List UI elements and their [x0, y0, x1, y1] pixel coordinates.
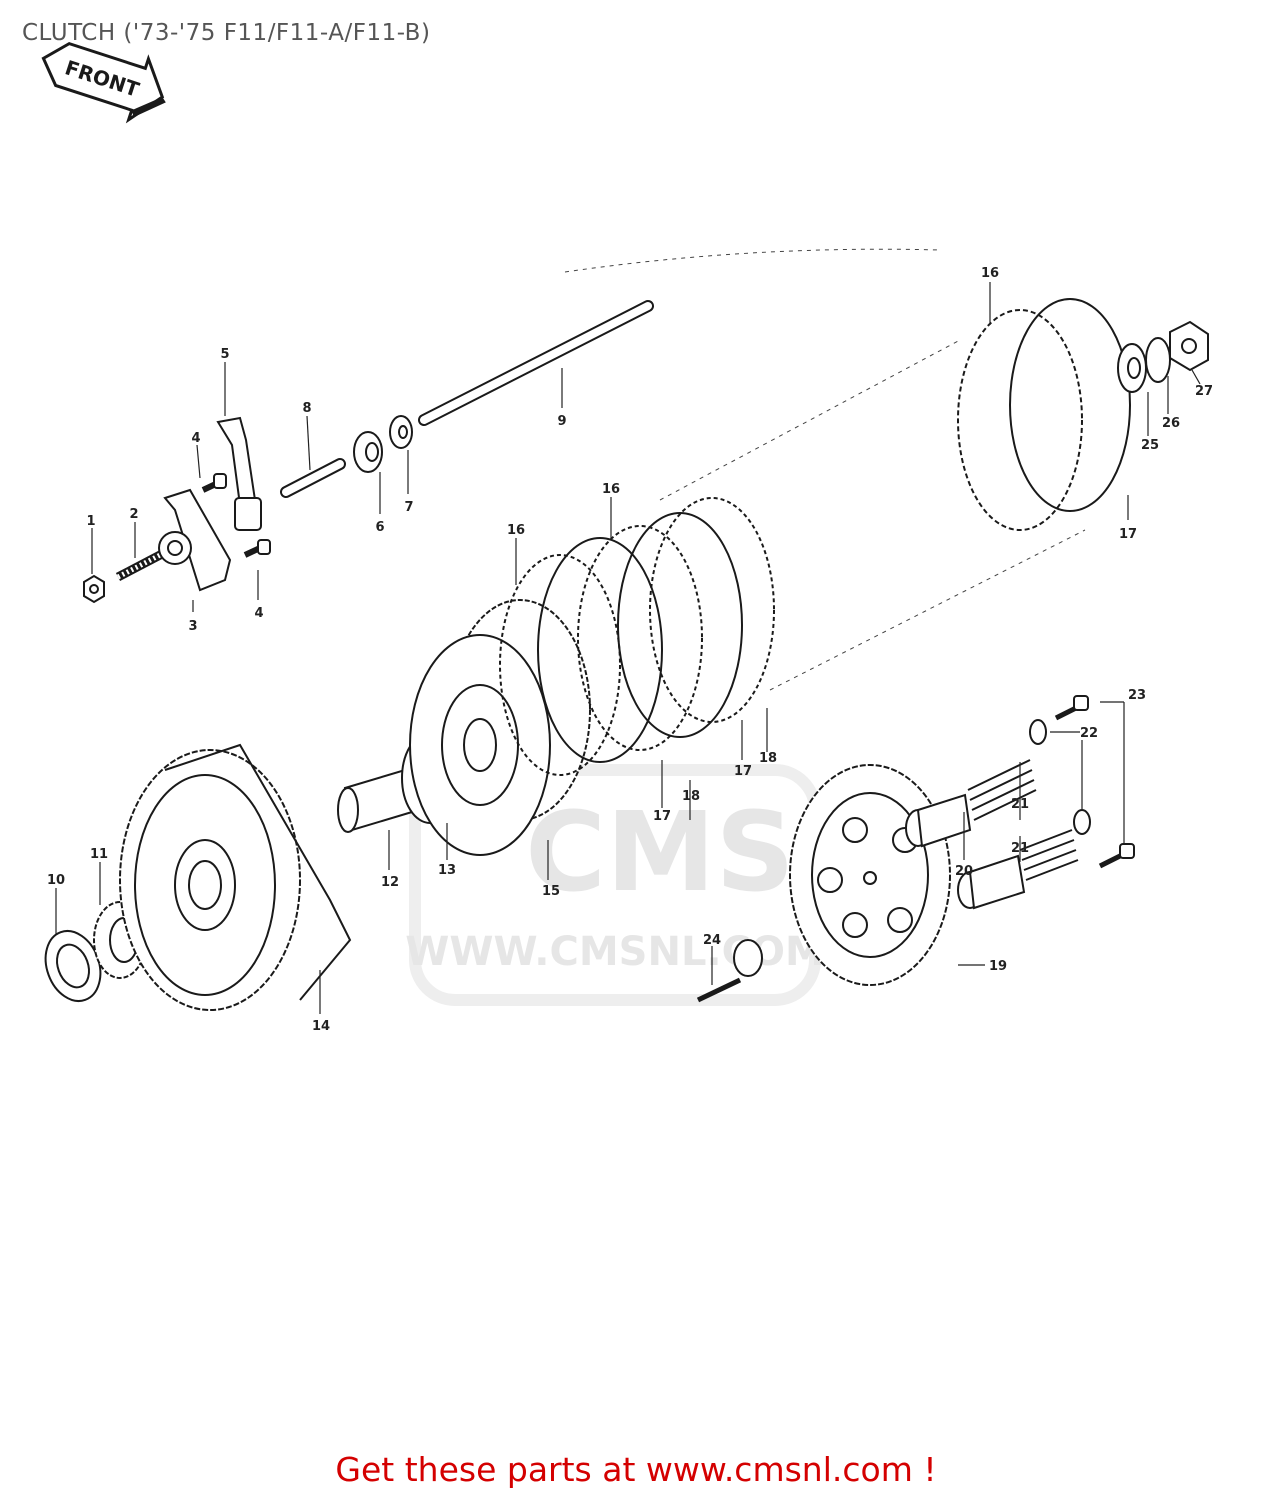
callout-16-mid: 16	[602, 482, 620, 497]
callout-2: 2	[129, 507, 138, 522]
callout-7: 7	[404, 500, 413, 515]
callout-17-right: 17	[1119, 527, 1137, 542]
callout-3: 3	[188, 619, 197, 634]
callout-19: 19	[989, 959, 1007, 974]
part-12-sleeve	[337, 768, 414, 833]
part-6-bearing	[353, 431, 383, 473]
callout-25: 25	[1141, 438, 1159, 453]
callout-16-hub: 16	[507, 523, 525, 538]
part-22-washers	[1029, 719, 1091, 835]
part-4-screws	[201, 473, 271, 558]
part-8-pin	[280, 458, 346, 498]
callout-26: 26	[1162, 416, 1180, 431]
part-1-nut	[83, 574, 105, 604]
callout-22: 22	[1080, 726, 1098, 741]
alignment-lines	[564, 248, 1086, 691]
clutch-exploded-diagram: CMS WWW.CMSNL.COM FRONT	[41, 41, 1213, 1034]
callout-24: 24	[703, 933, 721, 948]
callout-5: 5	[220, 347, 229, 362]
part-3-release-housing	[158, 488, 232, 592]
part-25-26-27-washers-nut	[1117, 320, 1209, 393]
callout-18-right: 18	[759, 751, 777, 766]
callout-27: 27	[1195, 384, 1213, 399]
callout-17-left: 17	[653, 809, 671, 824]
part-24-mushroom-rod	[696, 939, 763, 1003]
page-title: CLUTCH ('73-'75 F11/F11-A/F11-B)	[22, 20, 431, 46]
callout-17-mid: 17	[734, 764, 752, 779]
part-14-clutch-housing	[119, 743, 352, 1011]
callout-10: 10	[47, 873, 65, 888]
callout-8: 8	[302, 401, 311, 416]
callout-4-lower: 4	[254, 606, 263, 621]
watermark-brand: CMS	[525, 788, 794, 916]
plates-stack	[499, 497, 775, 776]
part-2-adjusting-screw	[115, 550, 165, 581]
callout-6: 6	[375, 520, 384, 535]
callout-12: 12	[381, 875, 399, 890]
leader-lines	[55, 282, 1201, 1014]
callout-4-upper: 4	[191, 431, 200, 446]
callout-20: 20	[955, 864, 973, 879]
part-9-push-rod	[418, 300, 654, 426]
callout-14: 14	[312, 1019, 330, 1034]
part-10-thrust-washer	[44, 930, 102, 1002]
part-23-bolts	[1054, 695, 1135, 869]
part-15-clutch-hub	[409, 599, 591, 856]
part-20-21-springs	[905, 759, 1079, 910]
part-5-release-lever	[216, 416, 262, 531]
right-plates	[957, 298, 1131, 531]
callout-11: 11	[90, 847, 108, 862]
part-7-washer	[389, 415, 413, 449]
callout-16-right: 16	[981, 266, 999, 281]
callout-1: 1	[86, 514, 95, 529]
callout-21-lower: 21	[1011, 841, 1029, 856]
footer-parts-link[interactable]: Get these parts at www.cmsnl.com !	[335, 1450, 937, 1489]
callout-21-upper: 21	[1011, 797, 1029, 812]
part-19-pressure-plate	[789, 764, 951, 986]
callout-18-left: 18	[682, 789, 700, 804]
callout-15: 15	[542, 884, 560, 899]
callout-23: 23	[1128, 688, 1146, 703]
callout-labels: 1 2 3 4 4 5 6 7 8 9 10 11 12 13 14 15 16…	[47, 266, 1213, 1034]
front-arrow-icon: FRONT	[41, 41, 166, 124]
callout-13: 13	[438, 863, 456, 878]
callout-9: 9	[557, 414, 566, 429]
